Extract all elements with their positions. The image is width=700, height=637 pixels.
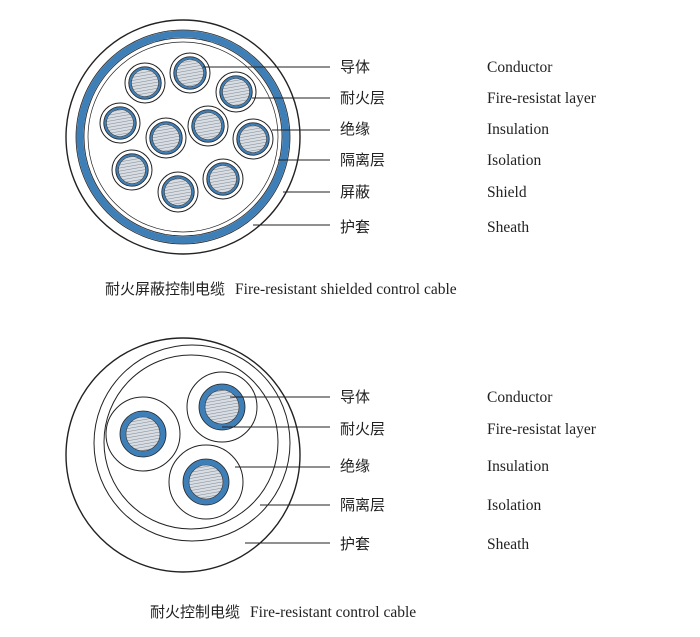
caption-en: Fire-resistant shielded control cable xyxy=(235,281,457,298)
conductor xyxy=(118,156,146,184)
conductor xyxy=(131,69,159,97)
cores xyxy=(105,371,258,520)
core xyxy=(202,158,244,200)
label-en: Conductor xyxy=(487,389,553,406)
fire-resistant-layer xyxy=(128,66,162,100)
label-en: Sheath xyxy=(487,536,530,553)
fire-resistant-layer xyxy=(219,75,253,109)
conductor xyxy=(222,78,250,106)
layer-edge xyxy=(173,56,207,90)
core xyxy=(105,396,181,472)
conductor xyxy=(125,416,161,452)
sheath-ring xyxy=(65,337,301,573)
label-zh: 隔离层 xyxy=(340,496,386,514)
conductor xyxy=(204,389,240,425)
core xyxy=(111,149,153,191)
core xyxy=(99,102,141,144)
caption-zh: 耐火屏蔽控制电缆 xyxy=(105,280,226,298)
label-zh: 绝缘 xyxy=(340,457,371,475)
leader-lines xyxy=(203,66,330,226)
core xyxy=(168,444,244,520)
top-caption: 耐火屏蔽控制电缆 Fire-resistant shielded control … xyxy=(105,278,457,299)
core xyxy=(186,371,258,443)
conductor xyxy=(176,59,204,87)
fire-resistant-layer xyxy=(206,162,240,196)
label-en: Insulation xyxy=(487,121,549,138)
conductor xyxy=(106,109,134,137)
layer-edge xyxy=(206,162,240,196)
bottom-caption: 耐火控制电缆 Fire-resistant control cable xyxy=(150,601,416,622)
core xyxy=(169,52,211,94)
core xyxy=(124,62,166,104)
layer-edge xyxy=(115,153,149,187)
shield-ring xyxy=(76,30,290,244)
layer-edge xyxy=(128,66,162,100)
isolation-ring xyxy=(87,41,279,233)
fire-resistant-layer xyxy=(149,121,183,155)
layer-edge xyxy=(161,175,195,209)
label-en: Sheath xyxy=(487,219,530,236)
conductor xyxy=(152,124,180,152)
layer-edge xyxy=(149,121,183,155)
label-zh: 护套 xyxy=(340,535,371,553)
core xyxy=(145,117,187,159)
label-zh: 护套 xyxy=(340,218,371,236)
label-zh: 隔离层 xyxy=(340,151,386,169)
label-en: Conductor xyxy=(487,59,553,76)
fire-resistant-layer xyxy=(236,122,270,156)
label-en: Fire-resistat layer xyxy=(487,421,596,438)
label-zh: 耐火层 xyxy=(340,420,386,438)
core xyxy=(157,171,199,213)
label-en: Fire-resistat layer xyxy=(487,90,596,107)
layer-edge xyxy=(182,458,230,506)
caption-en: Fire-resistant control cable xyxy=(250,604,417,621)
core xyxy=(232,118,274,160)
label-zh: 导体 xyxy=(340,58,371,76)
label-zh: 绝缘 xyxy=(340,120,371,138)
core xyxy=(187,105,229,147)
conductor xyxy=(194,112,222,140)
layer-edge xyxy=(236,122,270,156)
layer-edge xyxy=(119,410,167,458)
label-en: Isolation xyxy=(487,152,542,169)
conductor xyxy=(239,125,267,153)
fire-resistant-layer xyxy=(161,175,195,209)
label-zh: 屏蔽 xyxy=(340,183,371,201)
leader-lines xyxy=(222,396,330,544)
shielded-cable-section xyxy=(65,19,330,255)
fire-resistant-layer xyxy=(120,411,166,457)
layer-edge xyxy=(198,383,246,431)
isolation-ring xyxy=(103,354,279,530)
label-zh: 耐火层 xyxy=(340,89,386,107)
layer-edge xyxy=(191,109,225,143)
control-cable-section xyxy=(65,337,330,573)
label-en: Shield xyxy=(487,184,527,201)
fire-resistant-layer xyxy=(191,109,225,143)
conductor xyxy=(209,165,237,193)
layer-edge xyxy=(219,75,253,109)
layer-edge xyxy=(103,106,137,140)
sheath-ring xyxy=(65,19,301,255)
label-zh: 导体 xyxy=(340,388,371,406)
cores xyxy=(99,52,274,213)
label-en: Insulation xyxy=(487,458,549,475)
conductor xyxy=(188,464,224,500)
fire-resistant-layer xyxy=(173,56,207,90)
fire-resistant-layer xyxy=(115,153,149,187)
fire-resistant-layer xyxy=(103,106,137,140)
fire-resistant-layer xyxy=(183,459,229,505)
conductor xyxy=(164,178,192,206)
core xyxy=(215,71,257,113)
caption-zh: 耐火控制电缆 xyxy=(150,603,241,621)
label-en: Isolation xyxy=(487,497,542,514)
